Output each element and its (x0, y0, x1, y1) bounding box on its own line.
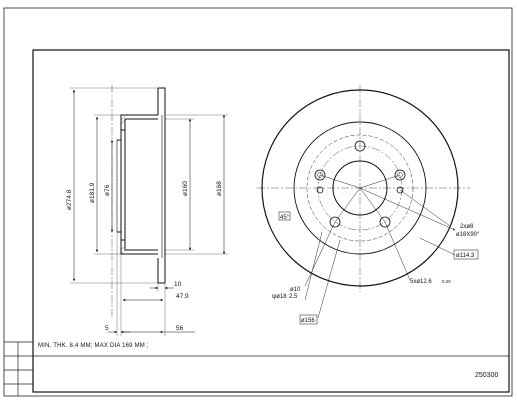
dim-center-bore: ø156 (301, 318, 315, 324)
hat-outer-hidden-circle (306, 134, 414, 242)
disc-ring-section (157, 87, 166, 284)
dim-outer-diameter: ø274.8 (66, 189, 73, 210)
dim-bolt-holes: 5xø12.6 (410, 279, 432, 285)
dim-hat-height: 47.9 (176, 293, 189, 300)
dim-center-hole: ø10 (290, 287, 301, 293)
outer-frame (3, 7, 513, 397)
dim-center-bore-small: ø76 (104, 184, 111, 196)
bolt-hole (394, 169, 406, 181)
bolt-hole (314, 169, 326, 181)
front-leaders (304, 174, 456, 319)
dim-thread-spec: ø16X90° (456, 232, 480, 238)
dim-pcd: ø114.3 (456, 253, 475, 259)
dim-threaded-holes: 2xø8 (460, 224, 474, 230)
side-vertical-dimensions (70, 87, 228, 284)
dim-disc-thickness: 10 (174, 281, 182, 288)
dim-hat-inner: ø160 (182, 181, 189, 196)
friction-inner-circle (293, 121, 427, 255)
part-number: 250300 (475, 372, 499, 379)
inner-frame (32, 49, 510, 393)
dim-bolt-holes-suffix: 0.20 (442, 279, 451, 284)
hat-section (116, 114, 158, 255)
front-view: 45° 2xø8 ø16X90° ø114.3 5xø12.6 0.20 ø10… (257, 85, 480, 325)
bolt-holes (314, 140, 406, 228)
outer-disc-circle (261, 89, 459, 287)
threaded-hole (316, 186, 324, 194)
dim-total-height: 56 (176, 325, 184, 332)
dim-counterbore: ψø18 (272, 294, 287, 300)
dim-hub-diameter: ø181.9 (89, 182, 96, 203)
left-title-strip (4, 341, 509, 396)
angle-box (278, 211, 291, 221)
bolt-hole (329, 216, 341, 228)
bolt-hole (379, 216, 391, 228)
center-bore-box (299, 314, 318, 325)
center-bore-circle (332, 160, 388, 216)
dim-hat-outer: ø168 (216, 181, 223, 196)
dim-flange-offset: 5 (105, 325, 109, 332)
dim-counterbore-depth: 2.5 (289, 294, 298, 300)
bolt-hole (354, 140, 366, 152)
side-horizontal-dimensions (108, 232, 195, 336)
pcd-box (453, 249, 479, 260)
angle-label: 45° (280, 215, 290, 221)
side-section-view: ø274.8 ø181.9 ø76 ø160 ø168 10 47.9 5 56 (66, 85, 228, 336)
hatching (120, 115, 126, 255)
threaded-hole (396, 186, 404, 194)
min-thickness-note: MIN. THK. 8.4 MM; MAX DIA 169 MM ; (38, 343, 149, 349)
